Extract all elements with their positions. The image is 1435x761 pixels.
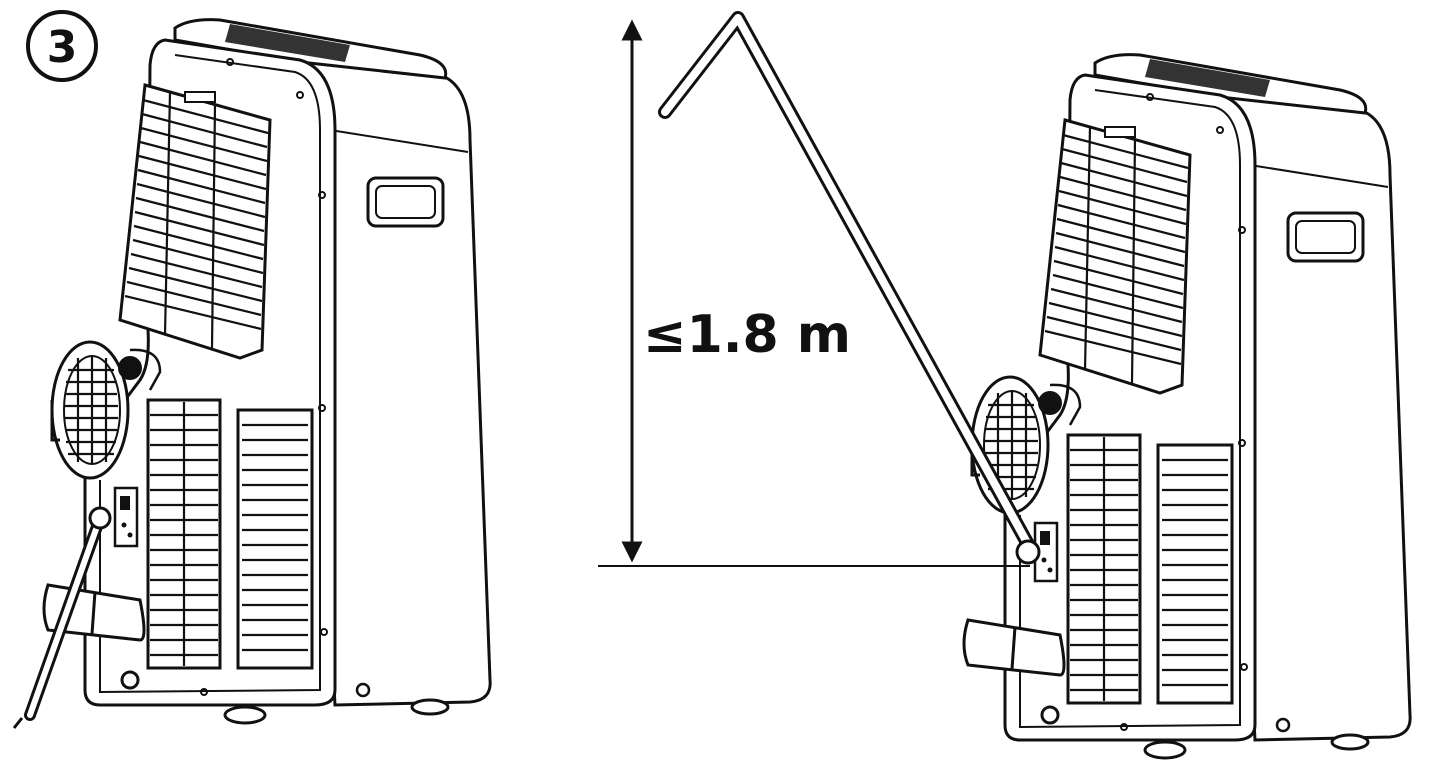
max-height-label: ≤1.8 m <box>643 305 851 365</box>
height-dimension: ≤1.8 m <box>598 19 1030 567</box>
drain-hose-raised <box>658 11 1041 565</box>
step-number: 3 <box>47 22 78 73</box>
step-badge: 3 <box>26 10 98 82</box>
drain-hose-left <box>12 506 112 729</box>
ac-unit-left <box>12 18 492 729</box>
ac-unit-right <box>962 53 1412 760</box>
